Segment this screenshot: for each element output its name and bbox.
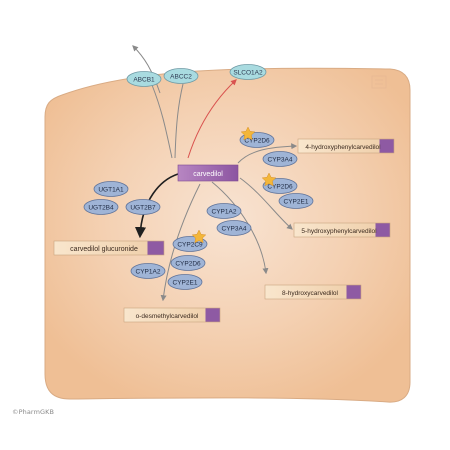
arrow-to-4oh [237,143,298,164]
transporter-slco1a2[interactable]: SLCO1A2 [229,64,267,80]
metabolite-5oh-label: 5-hydroxyphenylcarvedilol [301,228,377,235]
transporter-abcc2[interactable]: ABCC2 [163,68,199,84]
enzyme-cyp3a4-4oh-label: CYP3A4 [268,157,293,164]
metabolite-o-desmethylcarvedilol[interactable]: o-desmethylcarvedilol [123,307,221,323]
metabolite-carvedilol-glucuronide[interactable]: carvedilol glucuronide [53,240,165,256]
enzyme-ugt2b7-label: UGT2B7 [130,205,156,212]
enzyme-cyp2d6-4oh-label: CYP2D6 [244,138,270,145]
pharmgkb-credit: ©PharmGKB [12,408,55,416]
enzyme-ugt2b4[interactable]: UGT2B4 [83,199,119,215]
transporter-abcb1[interactable]: ABCB1 [126,71,162,87]
enzyme-cyp3a4-4oh[interactable]: CYP3A4 [262,151,298,167]
enzyme-cyp2e1-5oh-label: CYP2E1 [284,199,309,206]
metabolite-8-hydroxycarvedilol[interactable]: 8-hydroxycarvedilol [264,284,362,300]
enzyme-ugt1a1[interactable]: UGT1A1 [93,181,129,197]
enzyme-cyp2e1-5oh[interactable]: CYP2E1 [278,193,314,209]
transporter-abcc2-label: ABCC2 [170,74,192,81]
metabolite-4oh-label: 4-hydroxyphenylcarvedilol [305,144,381,151]
efflux-line-abcb1 [151,84,173,159]
efflux-line-abcc2 [174,83,184,159]
metabolite-4-hydroxyphenylcarvedilol[interactable]: 4-hydroxyphenylcarvedilol [297,138,395,154]
arrow-to-5oh [239,177,293,230]
transporter-abcb1-label: ABCB1 [133,77,155,84]
enzyme-cyp2e1-desmethyl-label: CYP2E1 [173,280,198,287]
transporter-slco1a2-label: SLCO1A2 [233,70,263,77]
enzyme-ugt1a1-label: UGT1A1 [98,187,124,194]
enzyme-ugt2b7[interactable]: UGT2B7 [125,199,161,215]
metabolite-glucuronide-label: carvedilol glucuronide [70,246,138,253]
corner-mark [371,75,387,89]
enzyme-cyp3a4-8oh-label: CYP3A4 [222,226,247,233]
efflux-arrow-abcb1 [132,45,161,94]
enzyme-cyp1a2-desmethyl-label: CYP1A2 [136,269,161,276]
star-icon [240,126,256,141]
enzyme-cyp2d6-5oh-label: CYP2D6 [267,184,293,191]
enzyme-cyp2d6-desmethyl-label: CYP2D6 [175,261,201,268]
enzyme-cyp2c9-label: CYP2C9 [177,242,203,249]
uptake-arrow-slco1a2 [187,79,237,159]
enzyme-cyp1a2-8oh[interactable]: CYP1A2 [206,203,242,219]
enzyme-cyp2d6-desmethyl[interactable]: CYP2D6 [170,255,206,271]
metabolite-8oh-label: 8-hydroxycarvedilol [282,290,339,297]
metabolite-desmethyl-label: o-desmethylcarvedilol [136,313,199,320]
arrow-to-glucuronide [134,173,179,239]
drug-carvedilol[interactable]: carvedilol [177,164,239,182]
enzyme-cyp3a4-8oh[interactable]: CYP3A4 [216,220,252,236]
metabolite-5-hydroxyphenylcarvedilol[interactable]: 5-hydroxyphenylcarvedilol [293,222,391,238]
enzyme-cyp1a2-8oh-label: CYP1A2 [212,209,237,216]
enzyme-cyp1a2-desmethyl[interactable]: CYP1A2 [130,263,166,279]
enzyme-ugt2b4-label: UGT2B4 [88,205,114,212]
drug-carvedilol-label: carvedilol [193,171,223,178]
star-icon [191,229,207,244]
enzyme-cyp2e1-desmethyl[interactable]: CYP2E1 [167,274,203,290]
star-icon [261,172,277,187]
